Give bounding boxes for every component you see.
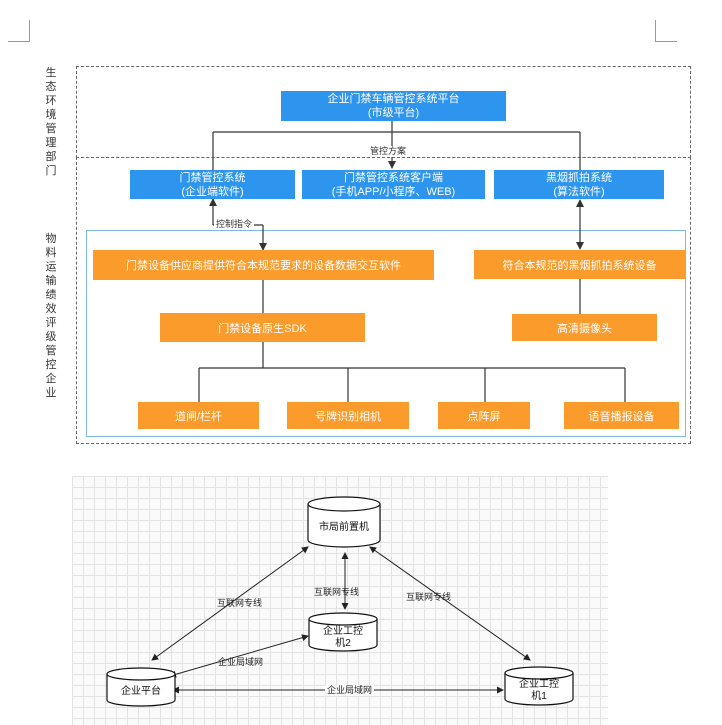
dedicated-line-left-label: 互联网专线 (217, 598, 263, 608)
top-diagram-connectors (198, 120, 626, 402)
lan-upper-label: 企业局域网 (218, 657, 264, 667)
smoke-system-title: 黑烟抓拍系统 (546, 171, 612, 184)
sdk-box: 门禁设备原生SDK (160, 313, 365, 342)
city-platform-box: 企业门禁车辆管控系统平台 (市级平台) (281, 91, 506, 121)
control-plan-label: 管控方案 (368, 146, 409, 157)
access-system-title: 门禁管控系统 (179, 171, 246, 184)
dedicated-line-mid-label: 互联网专线 (314, 587, 360, 597)
access-system-subtitle: (企业端软件) (181, 185, 244, 198)
ipc2-node: 企业工控 机2 (309, 626, 377, 650)
city-platform-subtitle: (市级平台) (367, 107, 420, 119)
dept-side-label: 生态环境管理部门 (45, 67, 57, 177)
device-voice-broadcast: 语音播报设备 (564, 402, 679, 429)
client-title: 门禁管控系统客户端 (344, 171, 443, 184)
smoke-device-box: 符合本规范的黑烟抓拍系统设备 (474, 250, 685, 279)
dedicated-line-right-label: 互联网专线 (406, 592, 452, 602)
access-system-box: 门禁管控系统 (企业端软件) (130, 170, 295, 199)
smoke-system-box: 黑烟抓拍系统 (算法软件) (494, 170, 664, 199)
smoke-system-subtitle: (算法软件) (553, 185, 605, 198)
client-subtitle: (手机APP/小程序、WEB) (331, 185, 456, 198)
device-group-box (86, 230, 686, 437)
device-plate-camera: 号牌识别相机 (287, 402, 409, 429)
ipc1-node: 企业工控 机1 (505, 679, 573, 703)
hd-camera-box: 高清摄像头 (512, 314, 657, 341)
supplier-software-box: 门禁设备供应商提供符合本规范要求的设备数据交互软件 (93, 250, 434, 280)
enterprise-platform-node: 企业平台 (121, 686, 161, 697)
crop-mark-top-left (8, 20, 30, 42)
client-box: 门禁管控系统客户端 (手机APP/小程序、WEB) (302, 170, 485, 199)
device-barrier-gate: 道闸/栏杆 (138, 402, 259, 429)
lan-bottom-label: 企业局域网 (325, 685, 375, 696)
front-machine-node: 市局前置机 (319, 522, 369, 533)
ipc1-label-line1: 企业工控 (519, 679, 559, 690)
ipc1-label-line2: 机1 (531, 691, 547, 702)
control-command-label: 控制指令 (214, 219, 255, 230)
enterprise-group-box (76, 157, 691, 444)
crop-mark-top-right (655, 20, 677, 42)
city-platform-title: 企业门禁车辆管控系统平台 (327, 93, 460, 105)
enterprise-side-label: 物料运输绩效评级管控企业 (45, 233, 57, 399)
device-led-screen: 点阵屏 (438, 402, 530, 429)
ipc2-label-line2: 机2 (335, 638, 351, 649)
ipc2-label-line1: 企业工控 (323, 626, 363, 637)
